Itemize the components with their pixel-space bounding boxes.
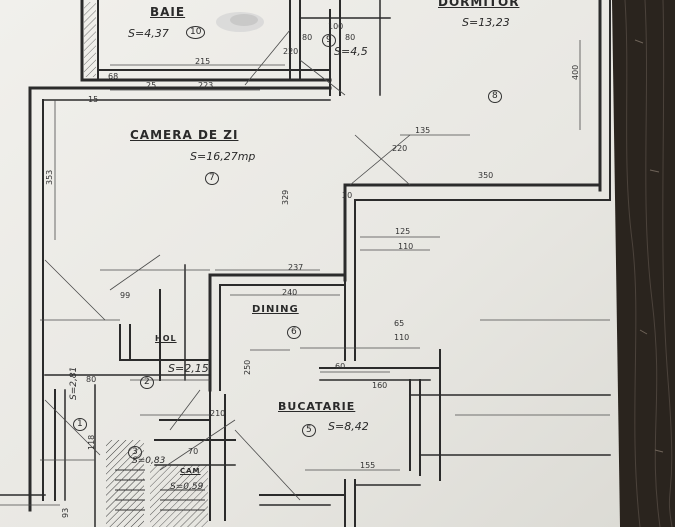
room-name-bucatarie: BUCATARIE	[278, 400, 356, 413]
wood-grain	[624, 0, 673, 527]
dimension-label: 110	[394, 333, 410, 342]
dimension-label: 155	[360, 461, 376, 470]
dimension-label: 80	[302, 33, 313, 42]
room-number-wc2: 3	[128, 446, 142, 459]
room-area-bucatarie: S=8,42	[328, 420, 369, 433]
room-number-hol: 2	[140, 376, 154, 389]
room-number-dormitor: 8	[488, 90, 502, 103]
room-area-cam: S=0,59	[170, 482, 204, 492]
dimension-label: 80	[345, 33, 356, 42]
room-name-baie: BAIE	[150, 5, 186, 19]
walls	[0, 0, 611, 527]
room-name-dining: DINING	[252, 304, 299, 315]
dimension-label: 15	[88, 95, 99, 104]
room-area-camera-de-zi: S=16,27mp	[190, 150, 256, 163]
dimension-label: 329	[281, 189, 290, 205]
room-number-wc: 9	[322, 34, 336, 47]
room-area-hol: S=2,15	[168, 362, 209, 375]
room-number-dining: 6	[287, 326, 301, 339]
dimension-label: 353	[45, 169, 54, 185]
dimension-label: 93	[61, 507, 70, 518]
dimension-lines	[0, 29, 610, 506]
dimension-label: 99	[120, 291, 131, 300]
room-name-dormitor: DORMITOR	[438, 0, 520, 9]
dimension-label: 70	[188, 447, 199, 456]
room-name-hol: HOL	[155, 334, 177, 343]
room-number-intrare: 1	[73, 418, 87, 431]
dimension-label: 25	[146, 81, 157, 90]
dimension-label: 220	[283, 47, 299, 56]
dimension-label: 100	[328, 22, 344, 31]
stair-lines	[115, 469, 205, 511]
room-area-wc2: S=0,83	[132, 456, 166, 466]
dimension-label: 68	[108, 72, 119, 81]
dimension-label: 30	[342, 191, 353, 200]
dimension-label: 135	[415, 126, 431, 135]
dimension-label: 80	[86, 375, 97, 384]
dimension-label: 60	[335, 362, 346, 371]
room-number-camera-de-zi: 7	[205, 172, 219, 185]
room-name-camera-de-zi: CAMERA DE ZI	[130, 128, 239, 142]
dimension-label: 237	[288, 263, 304, 272]
room-area-intrare: S=2,81	[69, 366, 79, 400]
dimension-label: 65	[394, 319, 405, 328]
dimension-label: 215	[195, 57, 211, 66]
dimension-label: 118	[87, 434, 96, 450]
hatched-walls	[84, 2, 208, 527]
room-number-bucatarie: 5	[302, 424, 316, 437]
room-number-baie: 10	[186, 26, 206, 39]
dimension-label: 240	[282, 288, 298, 297]
dimension-label: 223	[198, 81, 214, 90]
room-area-wc: S=4,5	[334, 45, 368, 58]
dimension-label: 110	[398, 242, 414, 251]
room-name-cam: CAM	[180, 467, 201, 475]
room-area-dormitor: S=13,23	[462, 16, 510, 29]
dimension-label: 250	[243, 359, 252, 375]
dimension-label: 400	[571, 64, 580, 80]
dimension-label: 160	[372, 381, 388, 390]
dimension-label: 220	[392, 144, 408, 153]
dimension-label: 125	[395, 227, 411, 236]
dimension-label: 210	[210, 409, 226, 418]
dimension-label: 350	[478, 171, 494, 180]
room-area-baie: S=4,37	[128, 27, 169, 40]
